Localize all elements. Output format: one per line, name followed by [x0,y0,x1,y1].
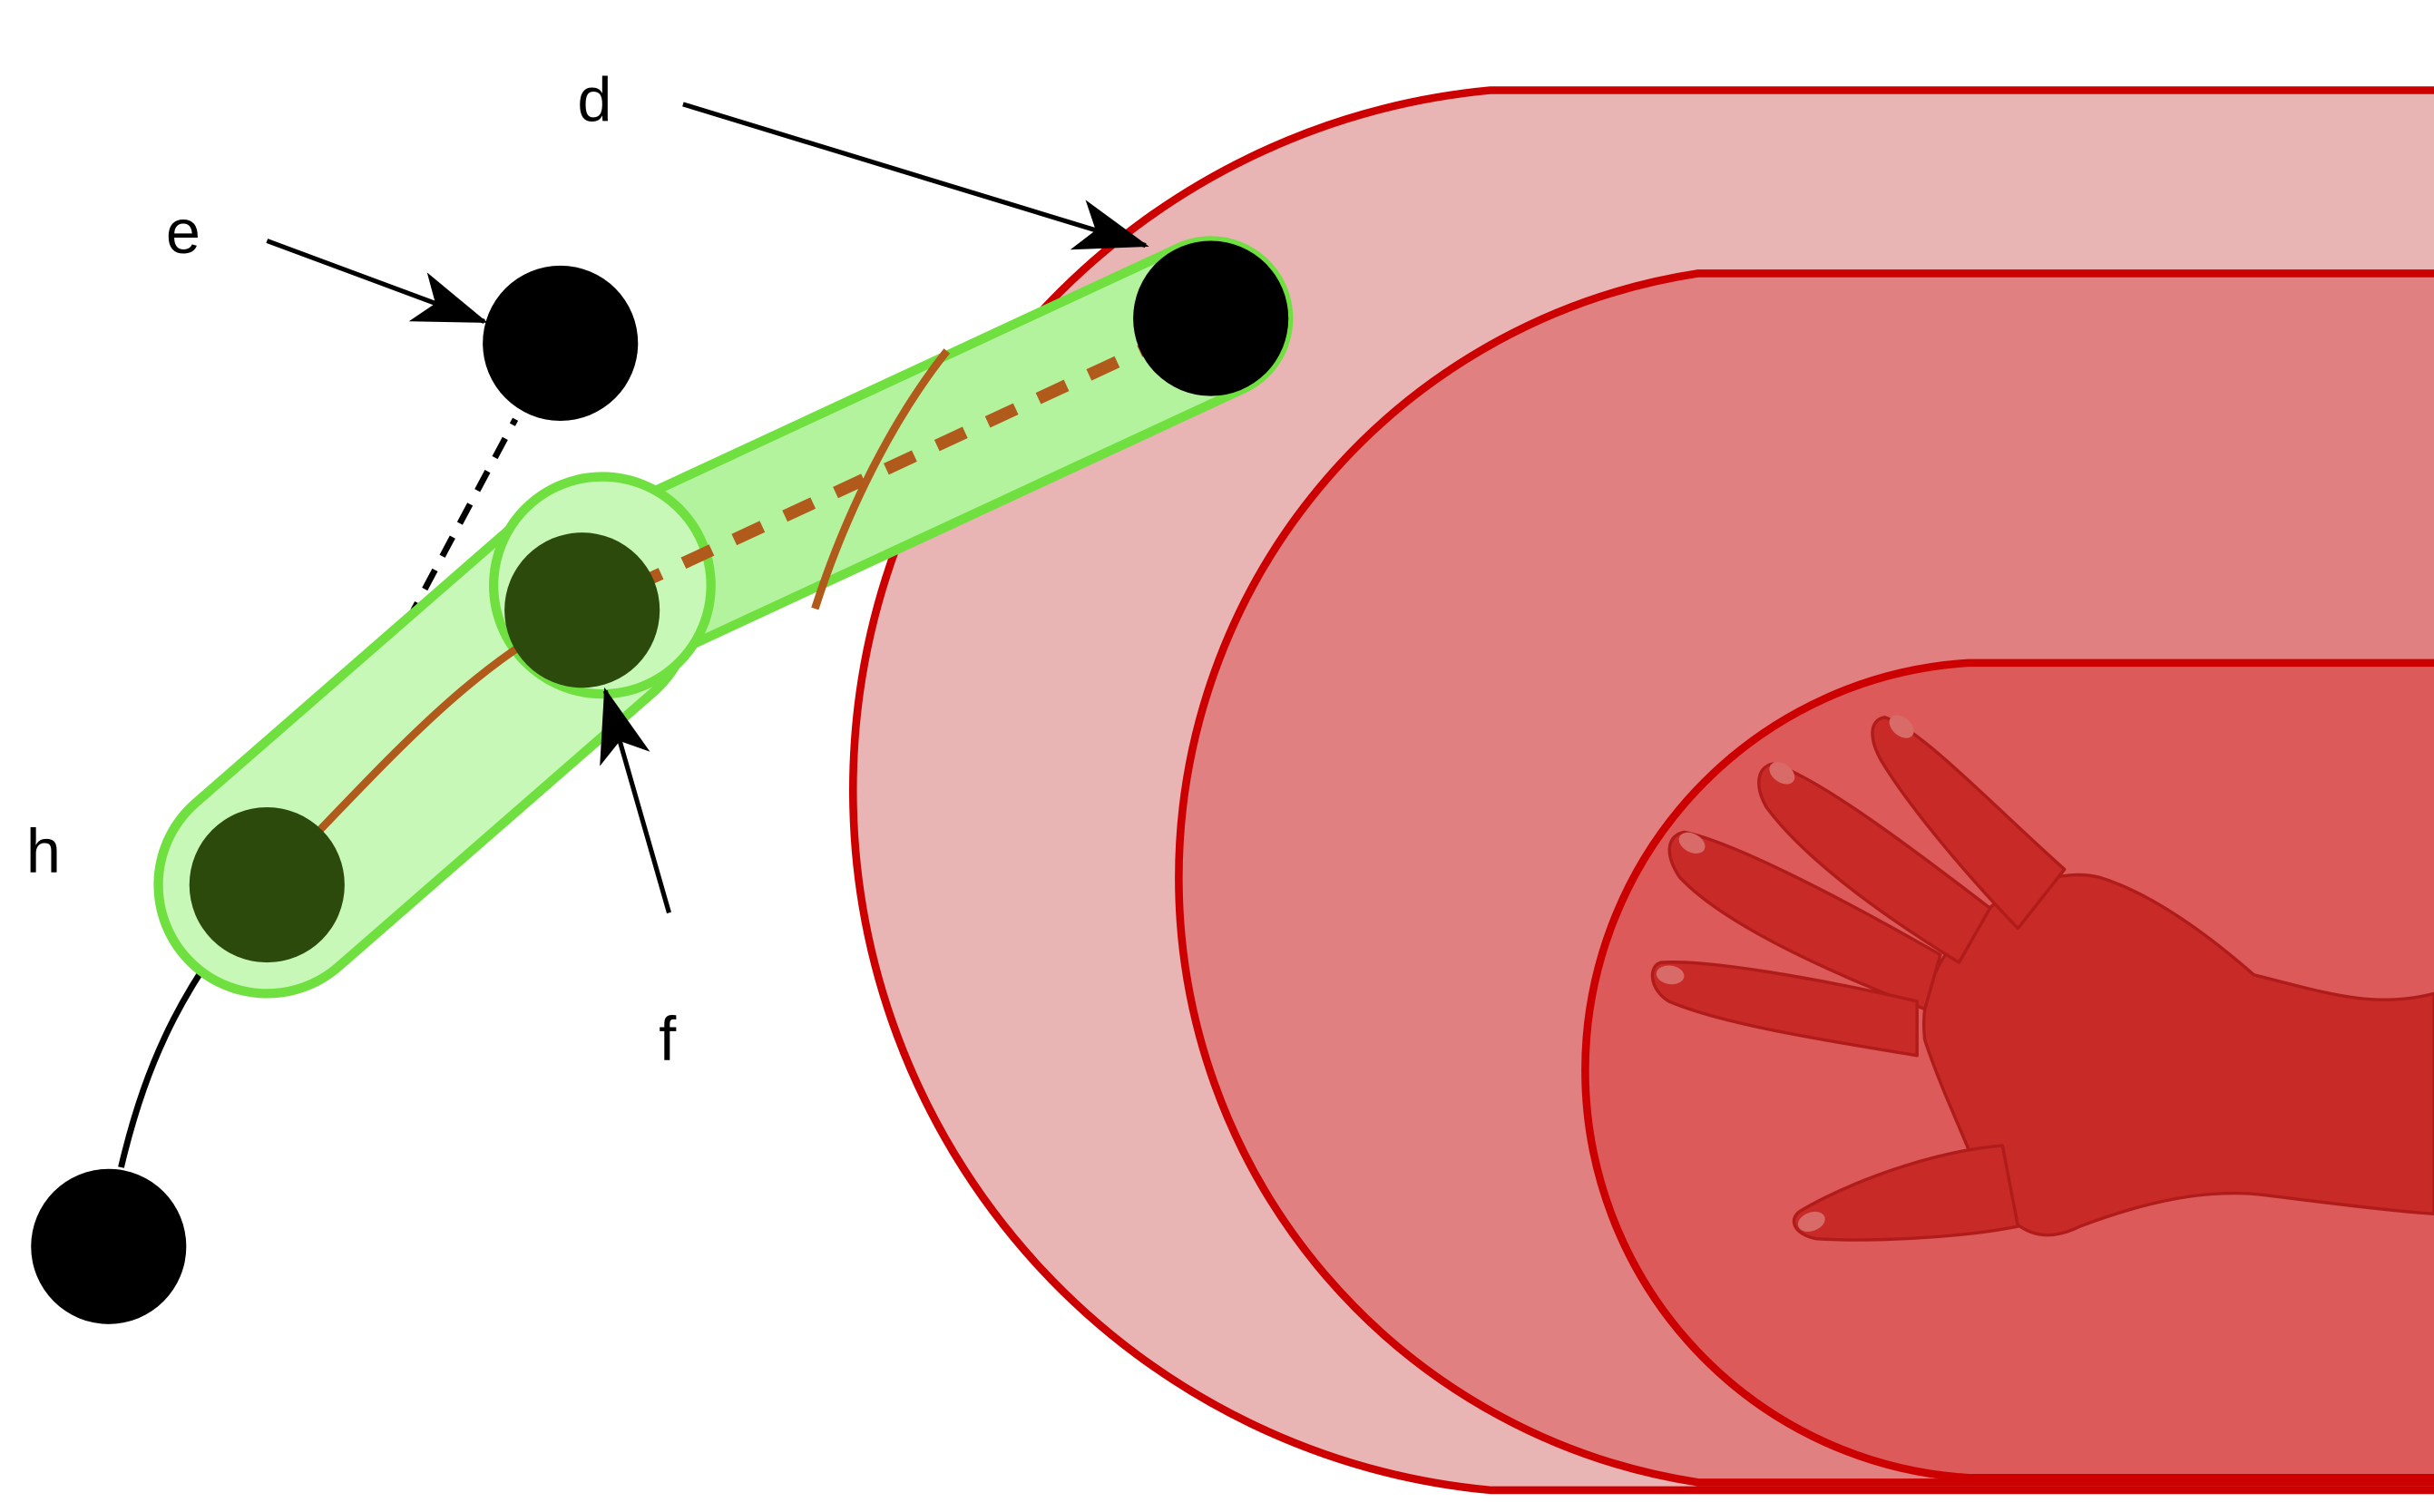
joint-e [483,265,639,421]
label-f: f [659,1004,677,1074]
label-e: e [166,197,200,267]
arrow-e [266,239,488,324]
end-effector-trajectory-dashed [579,312,1214,616]
label-h: h [26,816,61,886]
human-hand-icon [1650,715,2434,1242]
joint-h [189,807,345,963]
joint-d [1133,240,1289,396]
joint-f [504,532,660,688]
annotation-arrows [266,102,1149,914]
arrow-f [600,687,671,914]
labels: d e f h [26,65,677,1074]
joint-base [31,1168,187,1324]
zone-boundary-brown-arc [811,348,951,610]
arrow-d [682,102,1149,250]
label-d: d [577,65,611,135]
joints [31,240,1289,1324]
